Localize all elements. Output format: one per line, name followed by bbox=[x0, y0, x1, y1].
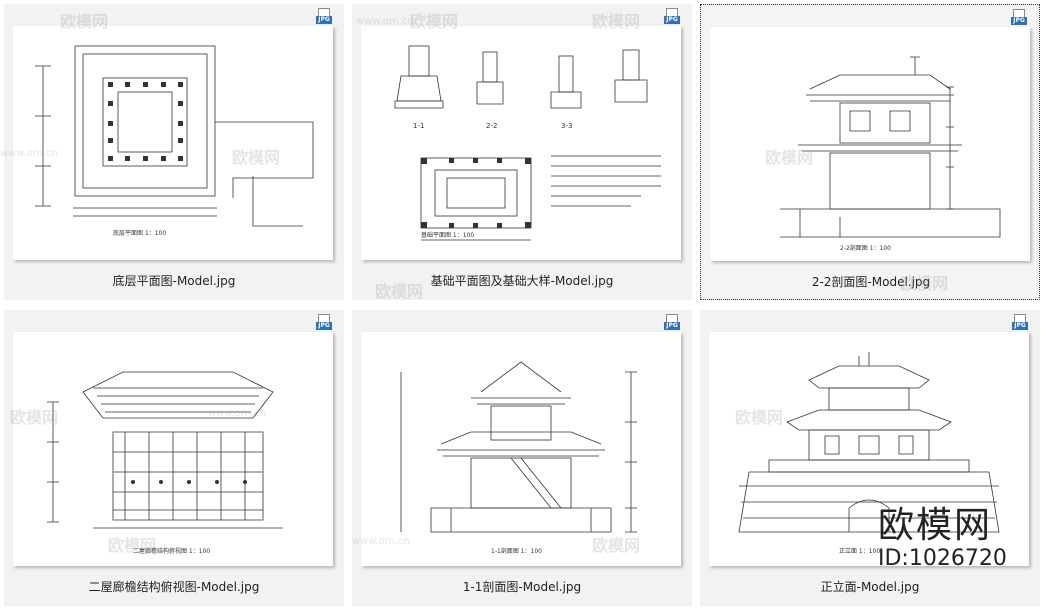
thumbnail-card[interactable]: JPG 1-1 bbox=[352, 4, 692, 300]
eave-structure-drawing bbox=[47, 371, 283, 529]
drawing-title: 基础平面图 1：100 bbox=[421, 232, 475, 239]
jpg-file-icon: JPG bbox=[664, 314, 680, 332]
drawing-title: 正立面 1：100 bbox=[839, 548, 881, 555]
section-2-2-drawing bbox=[780, 56, 1001, 238]
front-elevation-drawing bbox=[738, 352, 1000, 533]
jpg-file-icon: JPG bbox=[316, 314, 332, 332]
thumbnail-caption[interactable]: 基础平面图及基础大样-Model.jpg bbox=[430, 274, 614, 288]
thumbnail-image[interactable]: 1-1 2-2 3-3 基础平面图 1：100 bbox=[361, 26, 681, 260]
jpg-file-icon: JPG bbox=[664, 8, 680, 26]
thumbnail-image[interactable]: 底层平面图 1：100 bbox=[13, 26, 333, 260]
thumbnail-image[interactable]: 2-2剖面图 1：100 bbox=[710, 27, 1030, 261]
jpg-file-icon: JPG bbox=[1012, 314, 1028, 332]
brand-badge: 欧模网 ID:1026720 bbox=[878, 506, 1038, 572]
drawing-title: 1-1剖面图 1：100 bbox=[491, 548, 542, 555]
thumbnail-card[interactable]: JPG 1-1剖面图 1：100 1-1剖面图-Mo bbox=[352, 310, 692, 606]
brand-logo: 欧模网 bbox=[878, 505, 993, 546]
section-label: 1-1 bbox=[413, 122, 425, 130]
thumbnail-image[interactable]: 1-1剖面图 1：100 bbox=[361, 332, 681, 566]
thumbnail-card[interactable]: JPG 底层平 bbox=[4, 4, 344, 300]
drawing-title: 二屋廊檐结构俯视图 1：100 bbox=[133, 548, 211, 555]
floor-plan-drawing bbox=[35, 45, 314, 227]
model-id: ID:1026720 bbox=[878, 546, 1007, 571]
thumbnail-caption[interactable]: 二屋廊檐结构俯视图-Model.jpg bbox=[88, 580, 260, 594]
drawing-title: 2-2剖面图 1：100 bbox=[840, 245, 891, 252]
section-label: 3-3 bbox=[561, 122, 573, 130]
foundation-plan-drawing bbox=[394, 45, 661, 241]
thumbnail-caption[interactable]: 底层平面图-Model.jpg bbox=[112, 274, 236, 288]
thumbnail-card-selected[interactable]: JPG 2-2剖面图 1：100 2-2剖面图-Model.jpg bbox=[700, 4, 1040, 300]
thumbnail-image[interactable]: 二屋廊檐结构俯视图 1：100 bbox=[13, 332, 333, 566]
drawing-title: 底层平面图 1：100 bbox=[113, 230, 167, 237]
thumbnail-caption[interactable]: 1-1剖面图-Model.jpg bbox=[462, 580, 582, 594]
jpg-file-icon: JPG bbox=[1011, 9, 1027, 27]
thumbnail-image[interactable]: 正立面 1：100 bbox=[709, 332, 1029, 566]
thumbnail-card[interactable]: JPG 二屋廊檐结构俯视图 1：100 二屋廊檐结构俯视图-Model.jpg bbox=[4, 310, 344, 606]
thumbnail-caption[interactable]: 正立面-Model.jpg bbox=[820, 580, 920, 594]
section-label: 2-2 bbox=[486, 122, 498, 130]
thumbnail-caption[interactable]: 2-2剖面图-Model.jpg bbox=[811, 275, 931, 289]
thumbnail-card[interactable]: JPG 正立面 1：100 正立面-Model.jpg bbox=[700, 310, 1040, 606]
section-1-1-drawing bbox=[400, 361, 637, 533]
jpg-file-icon: JPG bbox=[316, 8, 332, 26]
